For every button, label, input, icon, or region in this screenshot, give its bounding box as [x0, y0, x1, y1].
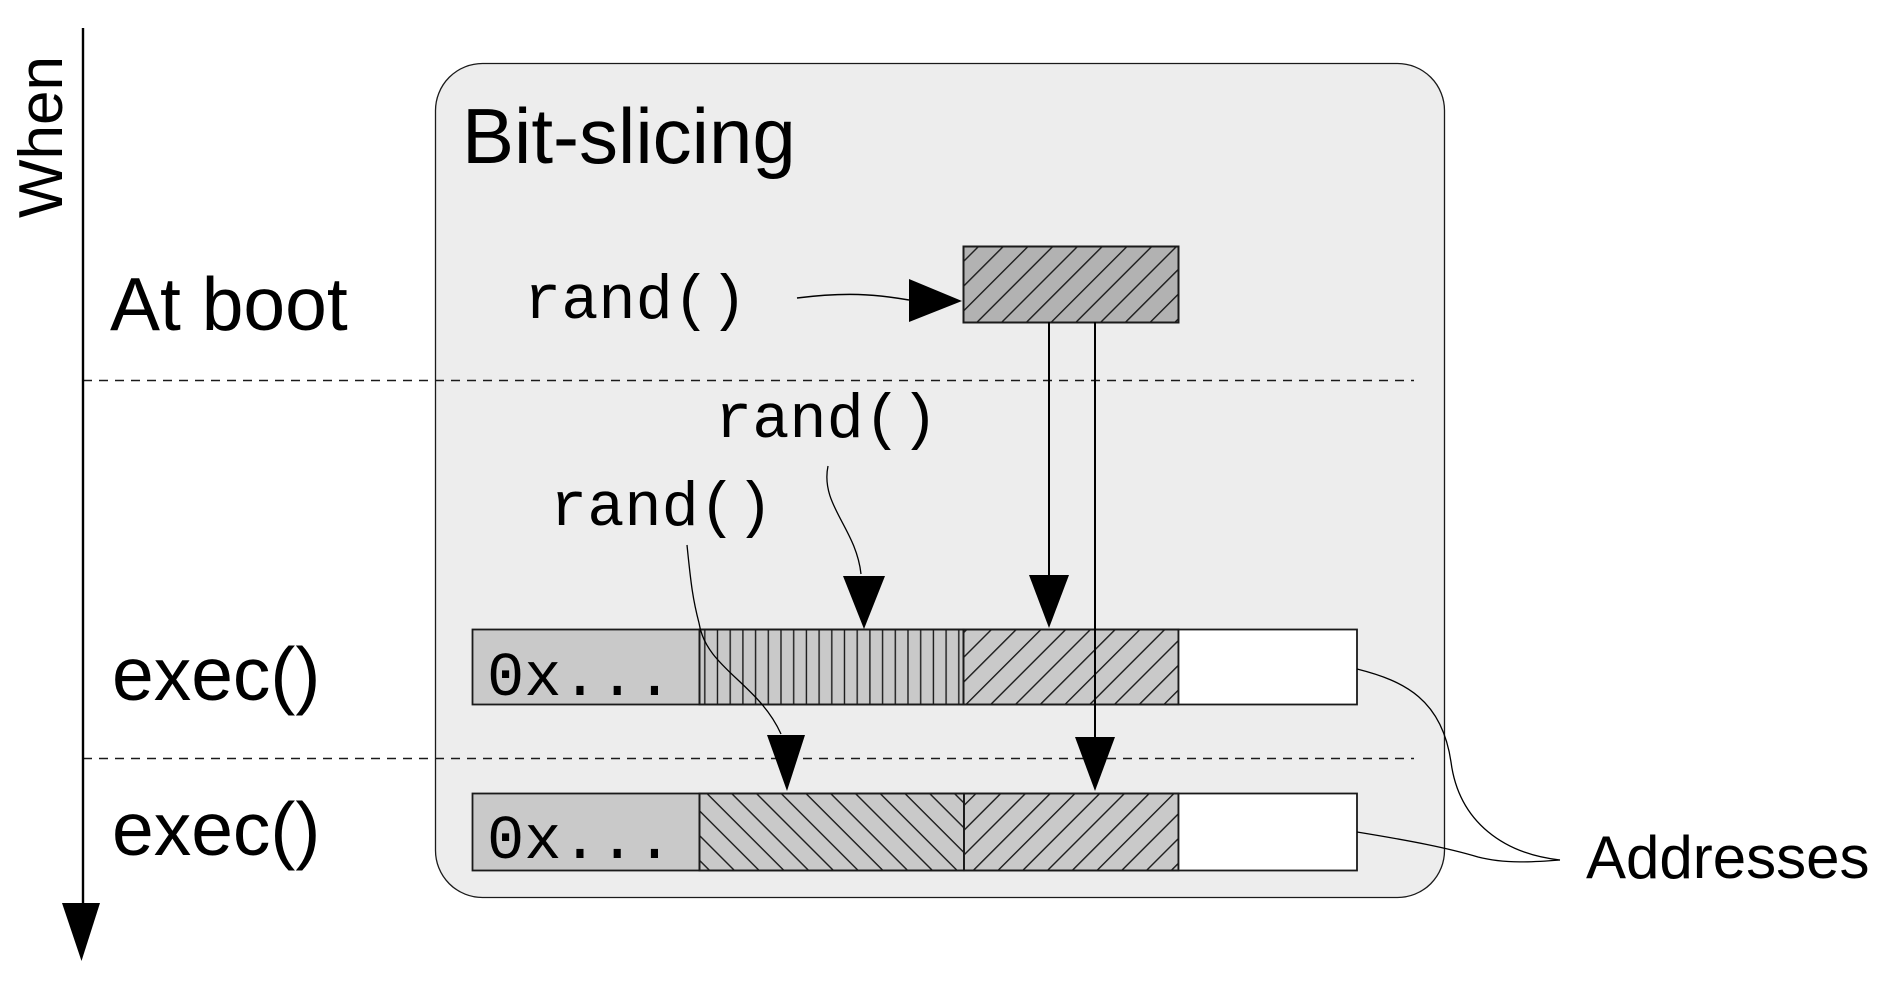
rand-call-exec2: rand(): [550, 473, 773, 544]
address-bar-1: [471, 628, 1358, 706]
bar2-prefix-text: 0x...: [487, 806, 673, 877]
time-axis-arrowhead-icon: [62, 903, 100, 961]
bar2-backslash-hatch-segment: [698, 792, 965, 872]
tick-at-boot: At boot: [110, 262, 348, 346]
tick-exec-2: exec(): [112, 787, 320, 871]
rand-call-boot: rand(): [524, 266, 747, 337]
rand-exec1-arrowhead-icon: [843, 576, 885, 629]
seed-box: [962, 245, 1180, 324]
axis-label-when: When: [7, 56, 76, 218]
rand-boot-arrow-line: [796, 293, 910, 301]
addresses-label: Addresses: [1586, 824, 1869, 891]
bar1-unrandomized-segment: [1177, 628, 1358, 706]
addresses-connector-bar2: [1356, 831, 1561, 863]
bar2-diagonal-hatch-segment: [963, 792, 1180, 872]
bar1-prefix-segment: [471, 628, 701, 706]
panel-title: Bit-slicing: [462, 92, 796, 180]
bar2-unrandomized-segment: [1177, 792, 1358, 872]
rand-exec2-arrow-line: [686, 544, 782, 735]
bar1-vertical-hatch-segment: [698, 628, 965, 706]
bar1-prefix-text: 0x...: [487, 643, 673, 714]
rand-exec2-arrowhead-icon: [767, 735, 805, 791]
seed-reuse-arrowhead-1-icon: [1029, 575, 1069, 628]
bar1-diagonal-hatch-segment: [962, 628, 1180, 706]
bar2-prefix-segment: [471, 792, 701, 872]
rand-call-exec1: rand(): [715, 385, 938, 456]
address-bar-2: [471, 792, 1358, 872]
rand-exec1-arrow-line: [826, 465, 862, 575]
addresses-connector-bar1: [1356, 668, 1561, 861]
rand-boot-arrowhead-icon: [909, 279, 962, 322]
seed-reuse-arrowhead-2-icon: [1075, 737, 1115, 791]
tick-exec-1: exec(): [112, 632, 320, 716]
